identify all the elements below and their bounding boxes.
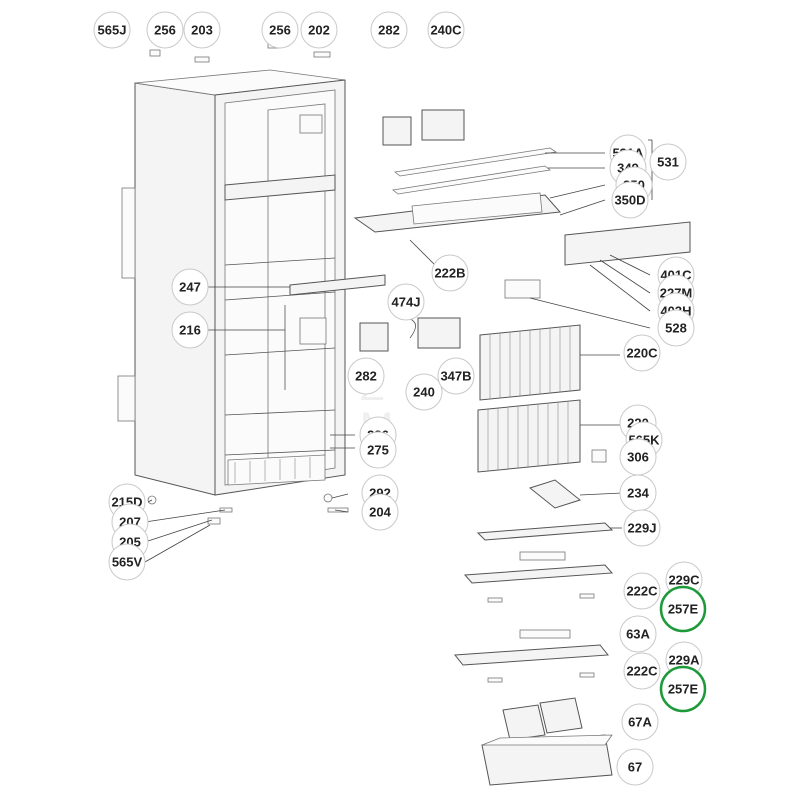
- thermostat-240C: [421, 109, 465, 141]
- callout-label: 229C: [668, 573, 700, 588]
- callout-256: 256: [261, 11, 299, 49]
- callout-label: 275: [367, 443, 389, 458]
- thermostat-box-282b: [359, 322, 389, 352]
- callout-label: 216: [179, 323, 201, 338]
- thermostat-240: [417, 317, 461, 349]
- callout-label: 306: [627, 450, 649, 465]
- callout-label: 240: [413, 385, 435, 400]
- callout-label: 257E: [668, 682, 699, 697]
- callout-label: 222C: [626, 584, 658, 599]
- thermostat-box-282: [382, 116, 412, 146]
- bottom-hardware: [147, 493, 349, 525]
- evaporator-220C: [479, 324, 581, 401]
- callout-label: 234: [627, 486, 649, 501]
- callout-350D: 350D: [611, 181, 649, 219]
- bar-229C: [519, 551, 566, 561]
- callout-240: 240: [405, 373, 443, 411]
- shelf-229A: [454, 644, 609, 666]
- callout-label: 203: [191, 23, 213, 38]
- callout-204: 204: [361, 493, 399, 531]
- strip-531A: [394, 147, 558, 177]
- callout-565J: 565J: [93, 11, 131, 49]
- callout-label: 220C: [626, 346, 658, 361]
- callout-474J: 474J: [387, 283, 425, 321]
- callout-202: 202: [300, 11, 338, 49]
- callout-257E-highlighted: 257E: [659, 585, 707, 633]
- callout-247: 247: [171, 268, 209, 306]
- callout-label: 256: [154, 23, 176, 38]
- callout-label: 531: [657, 155, 679, 170]
- evaporator-220: [477, 399, 581, 473]
- callout-label: 528: [665, 321, 687, 336]
- callout-label: 474J: [392, 295, 421, 310]
- part-306: [591, 449, 607, 463]
- callout-label: 222B: [434, 266, 465, 281]
- cover-67A: [502, 704, 546, 741]
- callout-label: 67A: [628, 715, 652, 730]
- callout-222C: 222C: [623, 572, 661, 610]
- callout-306: 306: [619, 438, 657, 476]
- callout-label: 229A: [668, 653, 700, 668]
- clip-222C-c: [487, 677, 503, 683]
- callout-label: 222C: [626, 664, 658, 679]
- callout-label: 565J: [98, 23, 127, 38]
- ice-tray-234: [528, 479, 582, 509]
- clip-222C-b: [579, 593, 595, 599]
- shelf-229C: [463, 564, 614, 584]
- callout-label: 240C: [430, 23, 462, 38]
- clip-222C: [487, 597, 503, 603]
- callout-label: 282: [378, 23, 400, 38]
- callout-label: 257E: [668, 602, 699, 617]
- callout-220C: 220C: [623, 334, 661, 372]
- top-hardware: [149, 43, 331, 63]
- callout-256: 256: [146, 11, 184, 49]
- callout-229J: 229J: [623, 509, 661, 547]
- cover-67A-b: [539, 697, 583, 734]
- callout-240C: 240C: [427, 11, 465, 49]
- callout-label: 347B: [440, 369, 471, 384]
- callout-label: 67: [628, 760, 642, 775]
- callout-label: 350D: [614, 193, 645, 208]
- callout-203: 203: [183, 11, 221, 49]
- callout-67A: 67A: [621, 703, 659, 741]
- callout-label: 282: [355, 369, 377, 384]
- callout-label: 202: [308, 23, 330, 38]
- panel-401C: [564, 221, 691, 266]
- callout-label: 229J: [628, 521, 657, 536]
- callout-63A: 63A: [619, 615, 657, 653]
- callout-282: 282: [347, 357, 385, 395]
- callout-347B: 347B: [437, 357, 475, 395]
- callout-234: 234: [619, 474, 657, 512]
- bar-63A: [519, 629, 571, 639]
- callout-282: 282: [370, 11, 408, 49]
- callout-257E-highlighted: 257E: [659, 665, 707, 713]
- callout-275: 275: [359, 431, 397, 469]
- shelf-229J: [476, 522, 614, 541]
- rail-247: [289, 274, 386, 296]
- callout-label: 565V: [112, 555, 143, 570]
- callout-label: 63A: [626, 627, 650, 642]
- callout-531: 531: [649, 143, 687, 181]
- callout-222C: 222C: [623, 652, 661, 690]
- clip-222C-d: [579, 672, 595, 678]
- callout-222B: 222B: [431, 254, 469, 292]
- strip-349: [392, 165, 551, 195]
- callout-label: 204: [369, 505, 391, 520]
- part-528: [504, 279, 541, 299]
- crisper-drawer-67: [481, 734, 613, 786]
- callout-67: 67: [616, 748, 654, 786]
- callout-label: 247: [179, 280, 201, 295]
- callout-label: 256: [269, 23, 291, 38]
- callout-216: 216: [171, 311, 209, 349]
- callout-565V: 565V: [108, 543, 146, 581]
- callout-528: 528: [657, 309, 695, 347]
